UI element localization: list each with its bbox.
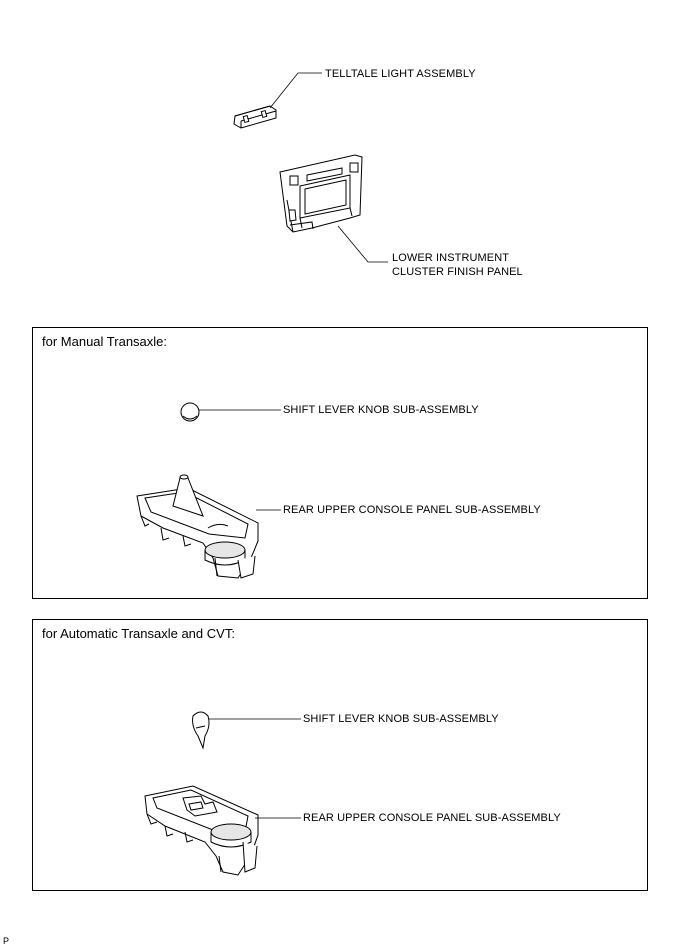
telltale-light-assembly	[233, 105, 277, 129]
manual-console-label: REAR UPPER CONSOLE PANEL SUB-ASSEMBLY	[283, 504, 541, 516]
manual-rear-console-panel	[136, 474, 259, 579]
manual-transaxle-title: for Manual Transaxle:	[42, 334, 168, 349]
lower-instrument-cluster-finish-panel	[279, 154, 363, 233]
telltale-leader-line	[269, 72, 322, 109]
manual-knob-label: SHIFT LEVER KNOB SUB-ASSEMBLY	[283, 404, 479, 416]
cluster-panel-label-line2: CLUSTER FINISH PANEL	[392, 266, 523, 278]
manual-shift-knob	[180, 402, 200, 422]
manual-artwork	[136, 402, 281, 579]
cluster-panel-label-line1: LOWER INSTRUMENT	[392, 252, 510, 264]
automatic-console-label: REAR UPPER CONSOLE PANEL SUB-ASSEMBLY	[303, 812, 561, 824]
automatic-transaxle-box: for Automatic Transaxle and CVT: SHIFT L…	[32, 619, 648, 891]
telltale-light-label: TELLTALE LIGHT ASSEMBLY	[325, 68, 476, 80]
automatic-shift-knob	[192, 711, 210, 750]
automatic-knob-label: SHIFT LEVER KNOB SUB-ASSEMBLY	[303, 713, 499, 725]
automatic-rear-console-panel	[144, 785, 259, 876]
automatic-transaxle-title: for Automatic Transaxle and CVT:	[42, 626, 235, 641]
manual-transaxle-box: for Manual Transaxle: SHIFT LEVER KNOB S…	[32, 327, 648, 599]
footer-code: P	[3, 936, 10, 946]
cluster-leader-line	[337, 225, 388, 263]
automatic-artwork	[144, 711, 301, 876]
